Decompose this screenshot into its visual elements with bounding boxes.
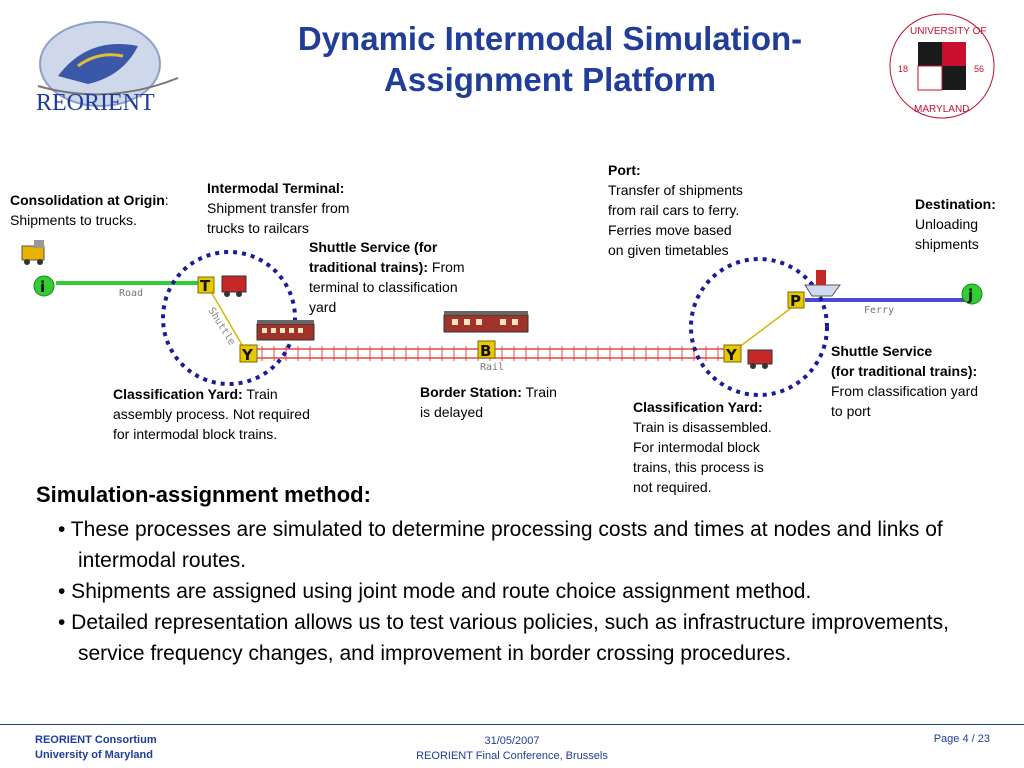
destination-title: Destination:	[915, 196, 996, 212]
terminal-line-1: Shipment transfer from	[207, 200, 350, 216]
yard-left-text-1: Train	[242, 386, 278, 402]
train-car-icon-left	[256, 320, 315, 341]
node-origin: i	[33, 275, 55, 297]
footer-org-line-2: University of Maryland	[35, 749, 153, 761]
port-line-3: Ferries move based	[608, 222, 732, 238]
shuttle-right-line-3: From classification yard	[831, 383, 979, 399]
node-yard-left: Y	[239, 344, 258, 364]
umd-seal-year-right: 56	[974, 64, 984, 74]
shuttle-right-title-1: Shuttle Service	[831, 343, 933, 359]
node-terminal-label: T	[200, 277, 211, 295]
footer-center: 31/05/2007 REORIENT Final Conference, Br…	[362, 734, 662, 764]
footer-event: REORIENT Final Conference, Brussels	[416, 750, 608, 762]
shuttle-right-line-4: to port	[831, 403, 871, 419]
road-label: Road	[119, 288, 143, 299]
footer-date: 31/05/2007	[484, 735, 540, 747]
rail-label: Rail	[480, 362, 504, 373]
shuttle-label: Shuttle	[205, 306, 237, 348]
bullet-item: • Detailed representation allows us to t…	[58, 611, 949, 665]
footer-divider	[0, 724, 1024, 725]
shuttle-left-line-3: terminal to classification	[309, 279, 458, 295]
yard-left-title: Classification Yard:	[113, 386, 243, 402]
circle-right	[689, 257, 829, 397]
label-consolidation: Consolidation at Origin: Shipments to tr…	[10, 190, 210, 230]
terminal-line-2: trucks to railcars	[207, 220, 309, 236]
node-destination: j	[961, 283, 983, 305]
umd-seal-graphic: UNIVERSITY OF MARYLAND 18 56	[889, 13, 995, 119]
label-shuttle-right: Shuttle Service (for traditional trains)…	[831, 341, 1021, 421]
shuttle-left-text-2: From	[428, 259, 465, 275]
shuttle-link-right	[737, 304, 796, 349]
destination-line-1: Unloading	[915, 216, 979, 232]
shuttle-right-title-2: (for traditional trains):	[831, 363, 978, 379]
shuttle-link-left	[209, 289, 246, 351]
shuttle-left-title-1: Shuttle Service (for	[309, 239, 438, 255]
port-line-1: Transfer of shipments	[608, 182, 743, 198]
consolidation-colon: :	[164, 192, 169, 208]
label-yard-left: Classification Yard: Train assembly proc…	[113, 384, 373, 444]
footer-page: Page 4 / 23	[933, 733, 990, 745]
umd-seal-year-left: 18	[898, 64, 908, 74]
label-destination: Destination: Unloading shipments	[915, 194, 1023, 254]
shuttle-left-title-2: traditional trains):	[309, 259, 429, 275]
label-yard-right: Classification Yard: Train is disassembl…	[633, 397, 823, 497]
rail-ties	[261, 346, 719, 361]
node-destination-label: j	[967, 286, 973, 304]
yard-right-title: Classification Yard:	[633, 399, 763, 415]
border-line-2: is delayed	[420, 404, 484, 420]
shuttle-left-line-4: yard	[309, 299, 337, 315]
page-title: Dynamic Intermodal Simulation- Assignmen…	[225, 18, 875, 100]
locomotive-icon-terminal	[221, 275, 247, 297]
node-origin-label: i	[40, 278, 45, 296]
node-yard-right-label: Y	[725, 346, 738, 364]
label-port: Port: Transfer of shipments from rail ca…	[608, 160, 788, 260]
consolidation-text: Shipments to trucks.	[10, 212, 137, 228]
port-title: Port:	[608, 162, 641, 178]
label-shuttle-left: Shuttle Service (for traditional trains)…	[309, 237, 509, 317]
method-bullets: • These processes are simulated to deter…	[58, 514, 1018, 669]
yard-right-line-3: trains, this process is	[633, 459, 764, 475]
method-heading: Simulation-assignment method:	[36, 482, 371, 507]
yard-left-line-3: for intermodal block trains.	[113, 426, 278, 442]
node-port-label: P	[790, 292, 801, 310]
border-text-1: Train	[521, 384, 557, 400]
bullet-item: • Shipments are assigned using joint mod…	[58, 580, 812, 603]
border-title: Border Station:	[420, 384, 522, 400]
node-border-label: B	[480, 342, 491, 360]
umd-seal-text-bottom: MARYLAND	[914, 104, 969, 115]
train-car-icon-border	[443, 311, 529, 333]
title-line-1: Dynamic Intermodal Simulation-	[297, 20, 803, 57]
footer-org-line-1: REORIENT Consortium	[35, 734, 157, 746]
port-line-4: on given timetables	[608, 242, 729, 258]
footer-org: REORIENT Consortium University of Maryla…	[35, 733, 157, 763]
node-terminal: T	[197, 276, 215, 295]
truck-icon	[21, 240, 45, 265]
umd-seal-text-top: UNIVERSITY OF	[910, 26, 987, 37]
yard-left-line-2: assembly process. Not required	[113, 406, 310, 422]
terminal-title: Intermodal Terminal:	[207, 180, 345, 196]
locomotive-icon-yard	[747, 349, 773, 369]
bullet-item: • These processes are simulated to deter…	[58, 518, 943, 572]
port-line-2: from rail cars to ferry.	[608, 202, 740, 218]
label-border: Border Station: Train is delayed	[420, 382, 610, 422]
yard-right-line-1: Train is disassembled.	[633, 419, 772, 435]
consolidation-title: Consolidation at Origin	[10, 192, 165, 208]
umd-seal: UNIVERSITY OF MARYLAND 18 56	[888, 12, 996, 120]
node-yard-left-label: Y	[241, 346, 254, 364]
node-border: B	[477, 340, 496, 360]
reorient-logo-text: REORIENT	[36, 90, 155, 116]
destination-line-2: shipments	[915, 236, 979, 252]
ferry-label: Ferry	[864, 305, 894, 316]
circle-left	[161, 250, 297, 386]
node-yard-right: Y	[723, 344, 742, 364]
node-port: P	[787, 291, 805, 310]
reorient-logo-graphic: REORIENT	[36, 21, 179, 116]
reorient-logo: REORIENT	[28, 6, 188, 118]
yard-right-line-4: not required.	[633, 479, 712, 495]
yard-right-line-2: For intermodal block	[633, 439, 760, 455]
title-line-2: Assignment Platform	[384, 61, 716, 98]
label-terminal: Intermodal Terminal: Shipment transfer f…	[207, 178, 407, 238]
ship-icon	[804, 270, 841, 297]
